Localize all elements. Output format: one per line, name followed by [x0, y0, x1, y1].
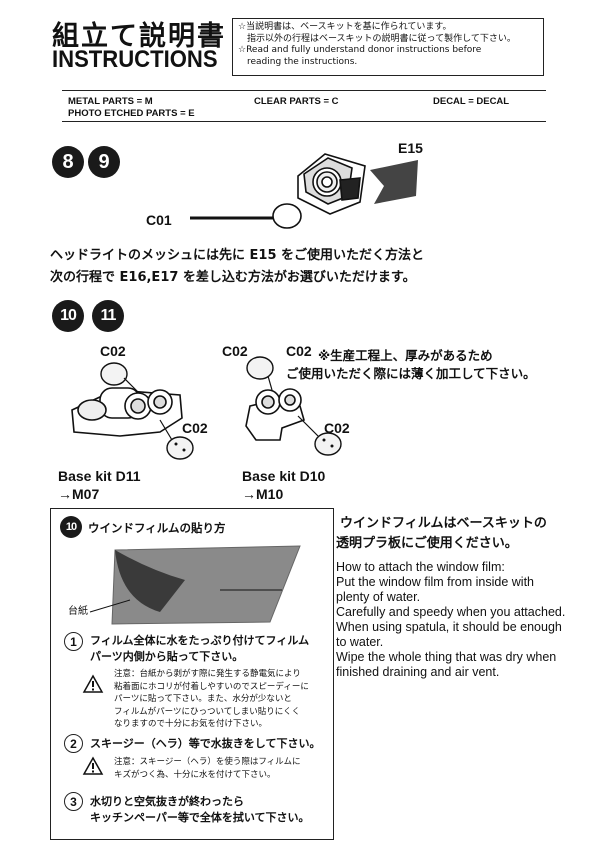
clear-lens-c01	[272, 203, 302, 229]
donor-note-line: 指示以外の行程はベースキットの説明書に従って製作して下さい。	[238, 33, 516, 44]
step89-text-line1: ヘッドライトのメッシュには先に E15 をご使用いただく方法と	[50, 248, 425, 263]
label-c02-right-b: C02	[286, 343, 312, 359]
headlight-diagram	[190, 153, 418, 229]
window-film-illustration	[89, 545, 301, 625]
step-badge-8: 8	[52, 146, 84, 178]
film-step-1-number: 1	[64, 632, 83, 651]
label-e15: E15	[398, 140, 423, 156]
caution-1-line: 粘着面にホコリが付着しやすいのでスピーディーに	[114, 681, 309, 692]
film-heading: ウインドフィルムの貼り方	[88, 521, 226, 535]
caution-1-line: 注意：台紙から剥がす際に発生する静電気により	[114, 669, 301, 679]
film-step-3-line2: キッチンペーパー等で全体を拭いて下さい。	[90, 811, 310, 824]
caution-2-line: 注意：スキージー（ヘラ）を使う際はフィルムに	[114, 757, 301, 767]
title-english: INSTRUCTIONS	[52, 46, 218, 73]
film-note-en-line: How to attach the window film:	[336, 560, 505, 574]
donor-note-line: reading the instructions.	[238, 56, 358, 67]
right-clear-lens-top	[246, 356, 274, 380]
film-note-en-line: plenty of water.	[336, 590, 421, 604]
caution-2: 注意：スキージー（ヘラ）を使う際はフィルムに キズがつく為、十分に水を付けて下さ…	[114, 756, 301, 781]
film-note-en-line: Carefully and speedy when you attached.	[336, 605, 566, 619]
label-c02-right-a: C02	[222, 343, 248, 359]
right-replacement: →M10	[242, 486, 284, 502]
label-c02-right-bottom: C02	[324, 420, 350, 436]
right-clear-lens-bottom	[314, 432, 342, 456]
left-replacement: →M07	[58, 486, 100, 502]
film-note-jp-line2: 透明プラ板にご使用ください。	[336, 536, 518, 551]
caution-1-line: フィルムがパーツにひっついてしまい貼りにくく	[114, 706, 301, 717]
headlight-housing	[297, 153, 366, 215]
film-note-en-line: Wipe the whole thing that was dry when	[336, 650, 557, 664]
legend-metal: METAL PARTS = M	[68, 96, 153, 107]
thickness-note-line2: ご使用いただく際には薄く加工して下さい。	[286, 366, 536, 381]
label-c01: C01	[146, 212, 172, 228]
film-step-2-number: 2	[64, 734, 83, 753]
left-light-assembly	[71, 387, 183, 437]
right-base-kit: Base kit D10	[242, 468, 326, 484]
left-base-kit: Base kit D11	[58, 468, 141, 484]
thickness-note-line1: ※生産工程上、厚みがあるため	[318, 348, 493, 363]
caution-1: 注意：台紙から剥がす際に発生する静電気により 粘着面にホコリが付着しやすいのでス…	[114, 668, 309, 731]
film-peel-corner	[115, 550, 185, 612]
donor-note-line: ☆当説明書は、ベースキットを基に作られています。	[238, 22, 452, 32]
film-note-en-line: Put the window film from inside with	[336, 575, 534, 589]
label-backing: 台紙	[68, 606, 88, 617]
warning-icon	[82, 756, 104, 775]
film-step-2-line: スキージー（ヘラ）等で水抜きをして下さい。	[90, 737, 321, 750]
film-step-badge: 10	[60, 516, 82, 538]
warning-icon	[82, 674, 104, 693]
donor-note-box: ☆当説明書は、ベースキットを基に作られています。 指示以外の行程はベースキットの…	[232, 18, 544, 76]
label-c02-left-bottom: C02	[182, 420, 208, 436]
legend-photo-etched: PHOTO ETCHED PARTS = E	[68, 108, 195, 119]
step89-text-line2: 次の行程で E16,E17 を差し込む方法がお選びいただけます。	[50, 270, 416, 285]
legend-decal: DECAL = DECAL	[433, 96, 510, 107]
caution-2-line: キズがつく為、十分に水を付けて下さい。	[114, 769, 276, 780]
mesh-e15	[370, 160, 418, 204]
film-note-english: How to attach the window film: Put the w…	[336, 560, 565, 680]
window-film-box	[50, 508, 334, 840]
film-step-1-line1: フィルム全体に水をたっぷり付けてフィルム	[90, 634, 310, 647]
film-note-jp-line1: ウインドフィルムはベースキットの	[340, 516, 547, 531]
left-clear-lens-top	[100, 362, 128, 386]
film-step-3-number: 3	[64, 792, 83, 811]
step-badge-11: 11	[92, 300, 124, 332]
right-light-assembly	[245, 388, 305, 441]
film-note-en-line: When using spatula, it should be enough	[336, 620, 562, 634]
caution-1-line: なりますので十分にお気を付け下さい。	[114, 719, 268, 729]
label-c02-left-top: C02	[100, 343, 126, 359]
parts-legend: METAL PARTS = M CLEAR PARTS = C DECAL = …	[62, 90, 546, 122]
taillight-diagram	[71, 356, 342, 460]
title-japanese: 組立て説明書	[52, 21, 226, 52]
film-step-1-line2: パーツ内側から貼って下さい。	[90, 650, 244, 663]
caution-1-line: パーツに貼って下さい。また、水分が少ないと	[114, 694, 292, 704]
donor-note-line: ☆Read and fully understand donor instruc…	[238, 45, 482, 55]
step-badge-10: 10	[52, 300, 84, 332]
step-badge-9: 9	[88, 146, 120, 178]
backing-leader	[89, 599, 131, 613]
left-clear-lens-bottom	[166, 436, 194, 460]
film-note-en-line: to water.	[336, 635, 384, 649]
film-step-3-line1: 水切りと空気抜きが終わったら	[90, 795, 244, 808]
legend-clear: CLEAR PARTS = C	[254, 96, 339, 107]
film-note-en-line: finished draining and air vent.	[336, 665, 500, 679]
